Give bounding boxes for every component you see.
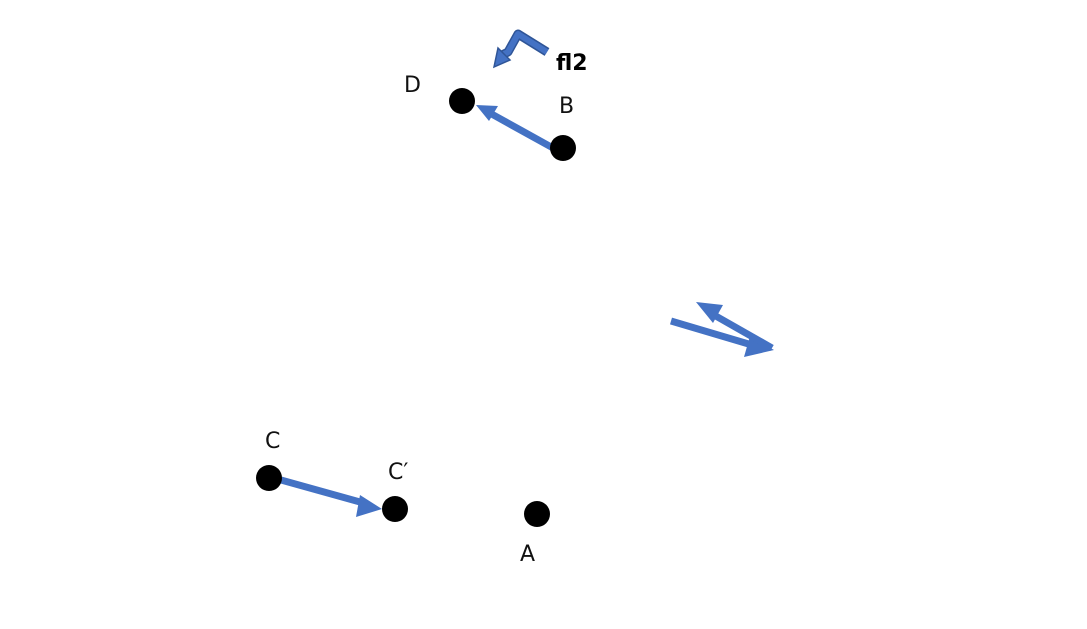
point-d — [449, 88, 475, 114]
point-c — [256, 465, 282, 491]
double-arrow-icon — [670, 302, 774, 357]
point-a — [524, 501, 550, 527]
point-c-prime — [382, 496, 408, 522]
label-b: B — [559, 94, 574, 119]
label-d: D — [404, 73, 421, 98]
bent-arrow-icon — [492, 29, 550, 69]
point-b — [550, 135, 576, 161]
label-a: A — [520, 542, 535, 567]
arrow-c-to-c-prime — [280, 476, 382, 517]
annotation-fl2: fl2 — [556, 51, 588, 76]
arrow-b-to-d — [476, 105, 555, 152]
label-c: C — [265, 429, 280, 454]
label-c-prime: C′ — [388, 460, 408, 485]
